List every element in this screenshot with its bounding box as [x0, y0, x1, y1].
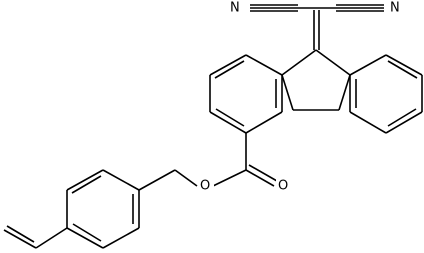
right-ring-bond — [349, 111, 387, 134]
ester-oxygen-to-ch2 — [174, 169, 198, 187]
fluorene-core — [209, 49, 423, 134]
left-ring-inner-double — [214, 60, 245, 79]
label-background — [198, 178, 214, 194]
benzyl-ring-bond — [102, 169, 140, 191]
vinyl-double-bond — [6, 225, 35, 243]
five-ring-bond — [338, 74, 351, 111]
left-ring-bond — [209, 54, 247, 76]
right-ring-bond — [349, 54, 387, 76]
benzyl-ring-bond — [66, 169, 104, 191]
ester-oxygen-label: O — [200, 179, 210, 194]
left-ring-inner-double — [215, 108, 245, 127]
right-ring-inner-double — [387, 108, 417, 127]
dicyanomethylene-group — [250, 4, 384, 50]
nitrile-nitrogen-right-label: N — [390, 1, 400, 16]
carbonyl-oxygen-label: O — [278, 179, 288, 194]
benzyl-ring-bond — [102, 227, 140, 249]
nitrile-nitrogen-left-label: N — [230, 1, 240, 16]
benzyl-ring-inner-double — [72, 223, 102, 242]
five-ring-bond — [281, 74, 294, 111]
vinyl-double-bond — [3, 229, 37, 249]
atom-labels: N N O O — [198, 0, 404, 194]
five-ring-bond — [281, 49, 317, 76]
vinylbenzyl-ring — [3, 169, 140, 249]
left-ring-bond — [209, 111, 247, 134]
benzyl-ring-inner-double — [71, 175, 102, 194]
carbonyl-double-bond — [248, 164, 278, 182]
carbonyl-double-bond — [245, 169, 275, 187]
five-ring-bond — [315, 49, 351, 76]
right-ring-bond — [385, 54, 423, 76]
label-background — [228, 0, 244, 16]
label-background — [388, 0, 404, 16]
left-ring-bond — [245, 111, 283, 134]
label-background — [276, 178, 292, 194]
ester-oxygen-bond — [212, 169, 247, 187]
right-ring-inner-double — [387, 60, 418, 79]
benzyl-ch2-bond — [138, 169, 176, 191]
right-ring-bond — [385, 111, 423, 134]
benzyl-ring-bond — [66, 227, 104, 249]
vinyl-single-bond — [35, 227, 68, 249]
ester-group — [138, 133, 278, 191]
left-ring-bond — [245, 54, 283, 76]
